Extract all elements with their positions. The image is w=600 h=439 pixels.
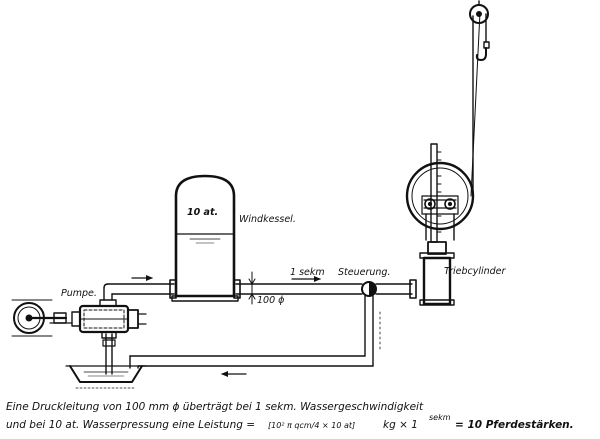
- flow-arrow-inlet: [131, 275, 153, 281]
- diameter-marker: [248, 271, 256, 305]
- control-label: Steuerung.: [338, 267, 390, 278]
- caption-formula-result: = 10 Pferdestärken.: [455, 419, 574, 431]
- hoist-rope: [470, 11, 487, 197]
- top-pulley: [469, 0, 489, 24]
- flow-arrow-main: [291, 276, 321, 282]
- caption-line-2: und bei 10 at. Wasserpressung eine Leist…: [6, 419, 255, 431]
- winch-wheel: [405, 161, 475, 241]
- pump-label: Pumpe.: [61, 288, 97, 299]
- drive-pulley: [11, 299, 73, 337]
- tank-name-label: Windkessel.: [239, 214, 296, 225]
- suction-pipe: [102, 333, 116, 375]
- flow-speed-label: 1 sekm: [290, 267, 325, 278]
- pipe-diameter-label: 100 ϕ: [257, 295, 284, 306]
- caption-formula-bracket: [10² π qcm/4 × 10 at]: [268, 421, 355, 430]
- tank-pressure-label: 10 at.: [187, 207, 218, 218]
- pump: [71, 299, 147, 339]
- caption-formula-superscript: sekm: [429, 413, 451, 422]
- return-line: [129, 295, 374, 369]
- pressure-line: [107, 279, 417, 299]
- drive-cylinder: [419, 143, 455, 306]
- flow-arrow-return: [221, 371, 247, 377]
- control-valve: [361, 281, 377, 297]
- cylinder-label: Triebcylinder: [444, 266, 507, 277]
- pump-delivery-pipe: [103, 283, 113, 301]
- caption-formula-unit: kg × 1: [383, 419, 418, 431]
- caption-line-1: Eine Druckleitung von 100 mm ϕ überträgt…: [6, 401, 424, 413]
- lifting-hook: [475, 41, 490, 61]
- air-vessel: [171, 174, 239, 302]
